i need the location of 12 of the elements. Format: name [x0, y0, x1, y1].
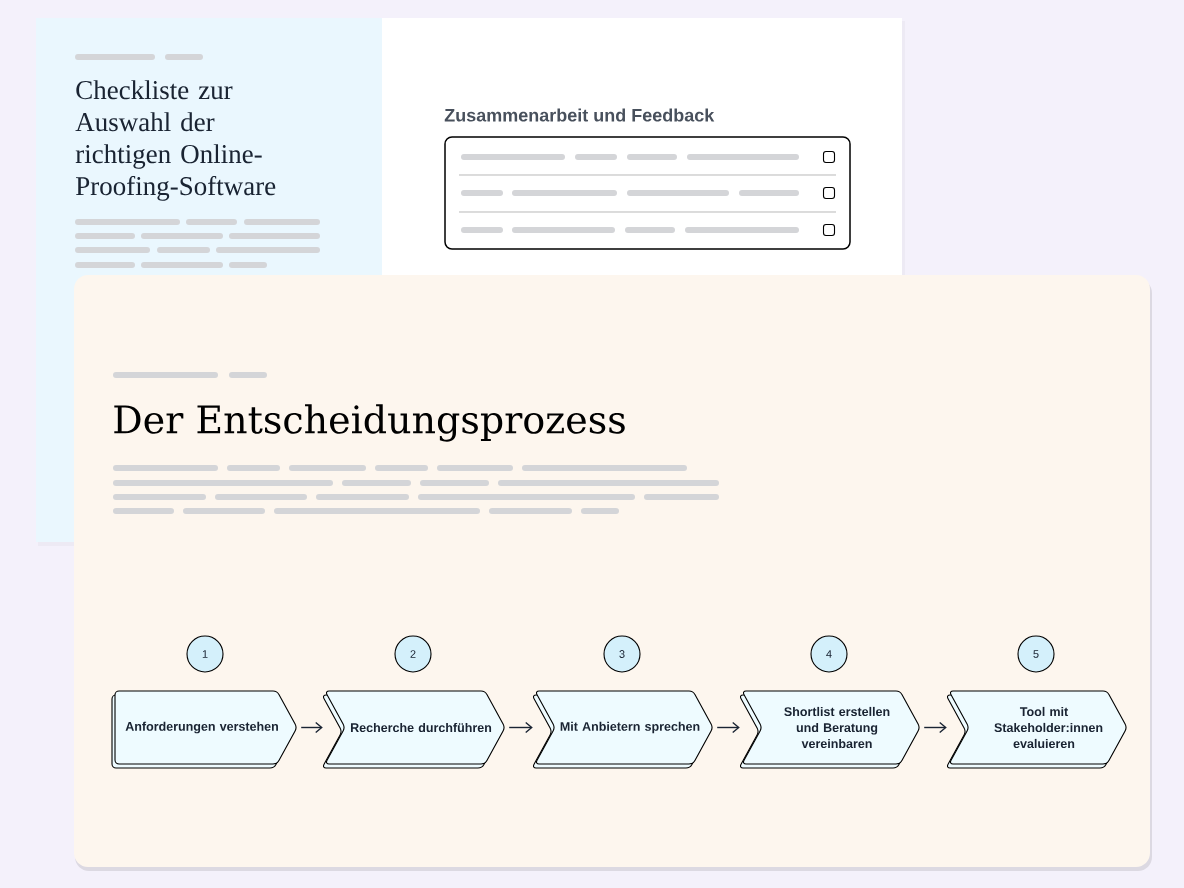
heading: Checkliste zur Auswahl der richtigen Online-Proofing-Software [75, 80, 276, 201]
step-box: Recherche durchführen [322, 690, 505, 769]
step-box: Anforderungen verstehen [111, 690, 297, 769]
arrow [300, 721, 323, 734]
step-box: Shortlist erstellen und Beratung vereinbaren [739, 690, 920, 769]
step-box: Tool mit Stakeholder:innen evaluieren [946, 690, 1127, 769]
heading: Der Entscheidungsprozess [114, 404, 625, 442]
arrow [716, 721, 740, 734]
arrow [923, 721, 947, 734]
section-heading: Zusammenarbeit und Feedback [444, 108, 715, 122]
arrow [508, 721, 533, 734]
step-box: Mit Anbietern sprechen [532, 690, 713, 769]
